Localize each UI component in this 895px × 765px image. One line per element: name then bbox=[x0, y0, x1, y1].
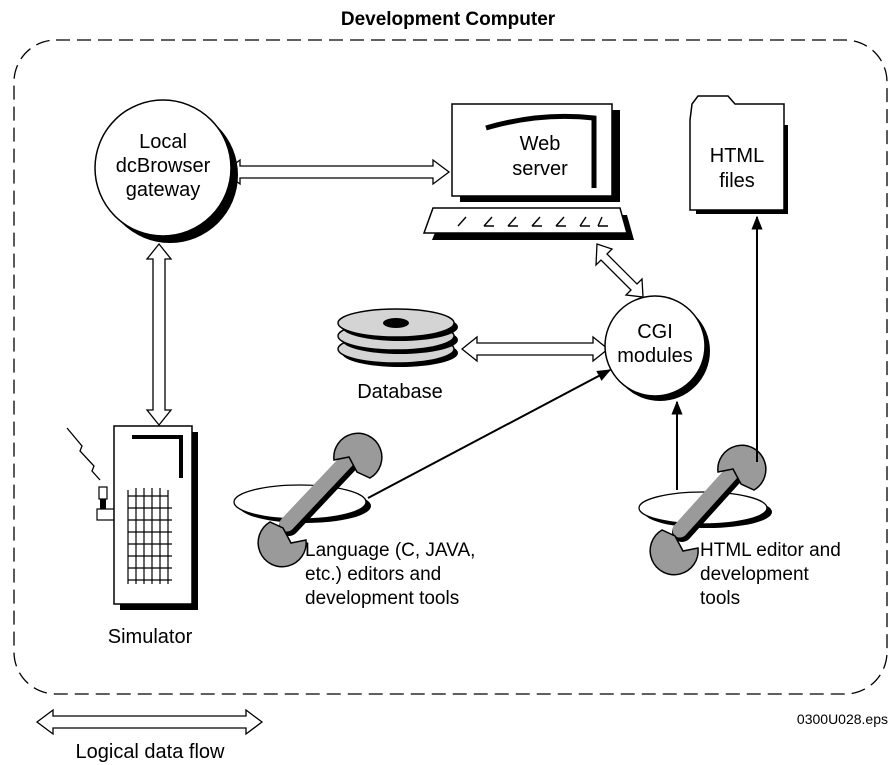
legend-label: Logical data flow bbox=[76, 741, 226, 763]
flow-arrow-web-server-cgi bbox=[595, 243, 644, 298]
web-server-label-line1: Web bbox=[520, 133, 561, 155]
legend-hollow-arrow bbox=[35, 708, 264, 736]
flow-arrow-gateway-simulator bbox=[145, 242, 173, 427]
html-tools-label-line3: tools bbox=[700, 588, 740, 609]
html-files-label-line1: HTML bbox=[710, 145, 764, 167]
language-tools-label-line2: etc.) editors and bbox=[305, 564, 441, 585]
cgi-node: CGI modules bbox=[604, 295, 710, 401]
cgi-label-line2: modules bbox=[617, 345, 693, 367]
database-label: Database bbox=[357, 381, 443, 403]
gateway-label-line1: Local bbox=[139, 131, 187, 153]
cgi-label-line1: CGI bbox=[637, 321, 673, 343]
language-tools-node: Language (C, JAVA, etc.) editors and dev… bbox=[233, 432, 475, 609]
html-files-node: HTML files bbox=[689, 95, 788, 214]
language-tools-label-line3: development tools bbox=[305, 588, 459, 609]
arrow-language-tools-to-cgi bbox=[367, 369, 612, 499]
wrench-icon bbox=[257, 432, 383, 568]
gateway-label-line3: gateway bbox=[126, 179, 201, 201]
signal-icon bbox=[66, 427, 101, 481]
html-tools-label-line2: development bbox=[700, 564, 810, 585]
simulator-node: Simulator bbox=[66, 425, 198, 648]
web-server-label-line2: server bbox=[512, 158, 568, 180]
html-tools-node: HTML editor and development tools bbox=[638, 444, 841, 609]
html-tools-label-line1: HTML editor and bbox=[700, 540, 841, 561]
legend: Logical data flow bbox=[35, 708, 264, 763]
web-server-node: Web server bbox=[422, 103, 634, 240]
gateway-label-line2: dcBrowser bbox=[116, 155, 211, 177]
html-files-label-line2: files bbox=[719, 170, 755, 192]
gateway-node: Local dcBrowser gateway bbox=[94, 99, 238, 243]
simulator-label: Simulator bbox=[108, 626, 193, 648]
database-node: Database bbox=[337, 308, 458, 403]
development-computer-boundary bbox=[13, 39, 888, 695]
database-icon bbox=[337, 308, 458, 367]
wrench-icon bbox=[649, 444, 767, 576]
flow-arrow-gateway-web-server bbox=[222, 158, 451, 186]
language-tools-label-line1: Language (C, JAVA, bbox=[305, 540, 475, 561]
diagram-title: Development Computer bbox=[341, 9, 556, 30]
file-id-label: 0300U028.eps bbox=[797, 711, 888, 727]
keypad bbox=[127, 488, 172, 584]
flow-arrow-database-cgi bbox=[460, 335, 610, 363]
